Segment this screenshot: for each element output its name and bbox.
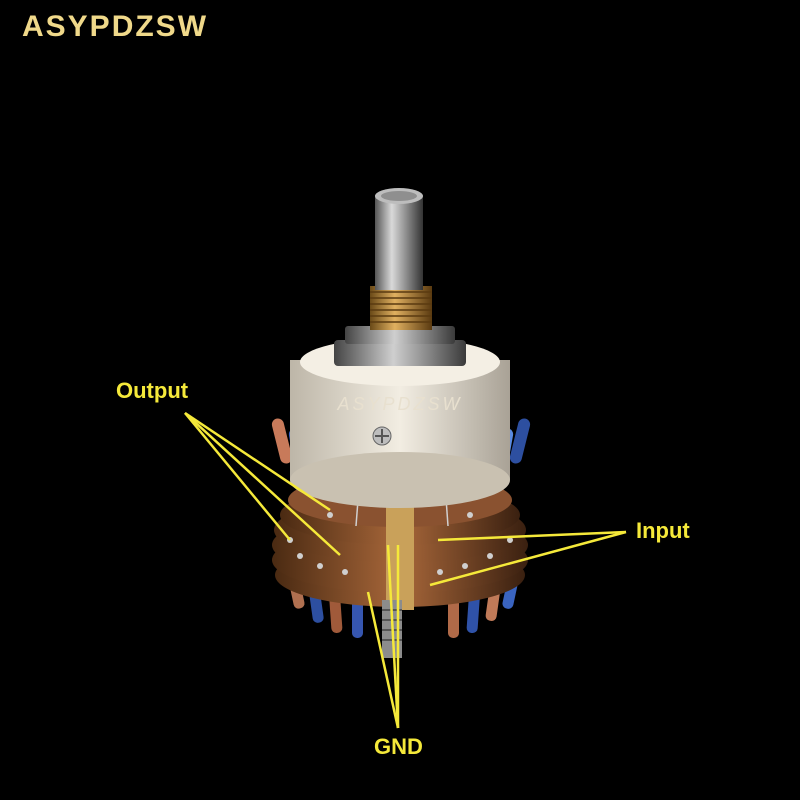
brand-watermark: ASYPDZSW	[22, 10, 209, 43]
mounting-nut	[334, 326, 466, 366]
gnd-label: GND	[374, 734, 423, 759]
callout-lines	[184, 411, 627, 729]
input-label: Input	[636, 518, 690, 543]
threaded-bushing	[370, 286, 432, 330]
shaft	[375, 188, 423, 290]
body-watermark: ASYPDZSW	[336, 394, 462, 414]
output-label: Output	[116, 378, 189, 403]
